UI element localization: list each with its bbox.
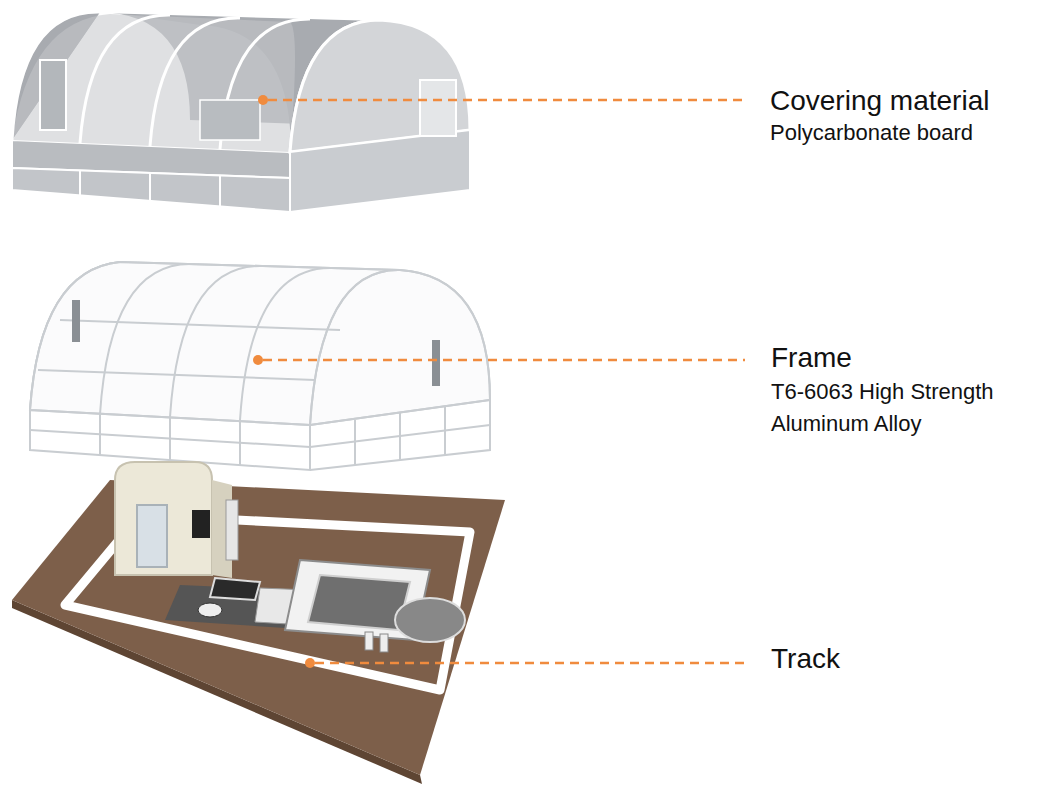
track-base (12, 462, 505, 784)
part-name: Track (771, 642, 840, 676)
part-name: Covering material (770, 84, 989, 118)
leader-lines (263, 100, 745, 663)
part-name: Frame (771, 341, 852, 375)
material-note: T6-6063 High Strength Aluminum Alloy (771, 376, 1046, 440)
aluminum-frame (30, 262, 490, 470)
material-note: Polycarbonate board (770, 120, 973, 146)
covering-shell (12, 12, 470, 212)
leader-dots (253, 95, 315, 668)
